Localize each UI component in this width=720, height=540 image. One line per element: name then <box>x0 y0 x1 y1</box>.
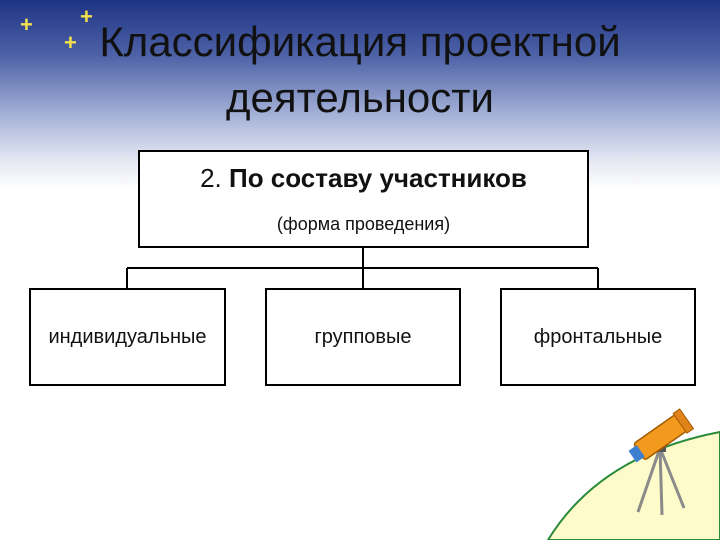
slide-title: Классификация проектной деятельности <box>60 14 660 126</box>
root-label: По составу участников <box>229 163 527 193</box>
child-node-group: групповые <box>265 288 461 386</box>
hill-shape <box>546 430 720 540</box>
root-number: 2. <box>200 163 222 193</box>
star-icon: + <box>80 4 93 29</box>
star-icon: + <box>64 30 77 55</box>
title-line-2: деятельности <box>226 74 494 121</box>
title-line-1: Классификация проектной <box>99 18 621 65</box>
telescope-icon <box>628 408 695 516</box>
child-label: фронтальные <box>533 325 663 348</box>
child-node-frontal: фронтальные <box>500 288 696 386</box>
root-node: 2. По составу участников (форма проведен… <box>138 150 589 248</box>
child-node-individual: индивидуальные <box>29 288 226 386</box>
root-subtitle: (форма проведения) <box>276 214 451 234</box>
star-icon: + <box>20 12 33 37</box>
root-heading: 2. По составу участников <box>140 160 587 196</box>
child-label: групповые <box>314 325 412 348</box>
child-label: индивидуальные <box>48 325 207 348</box>
